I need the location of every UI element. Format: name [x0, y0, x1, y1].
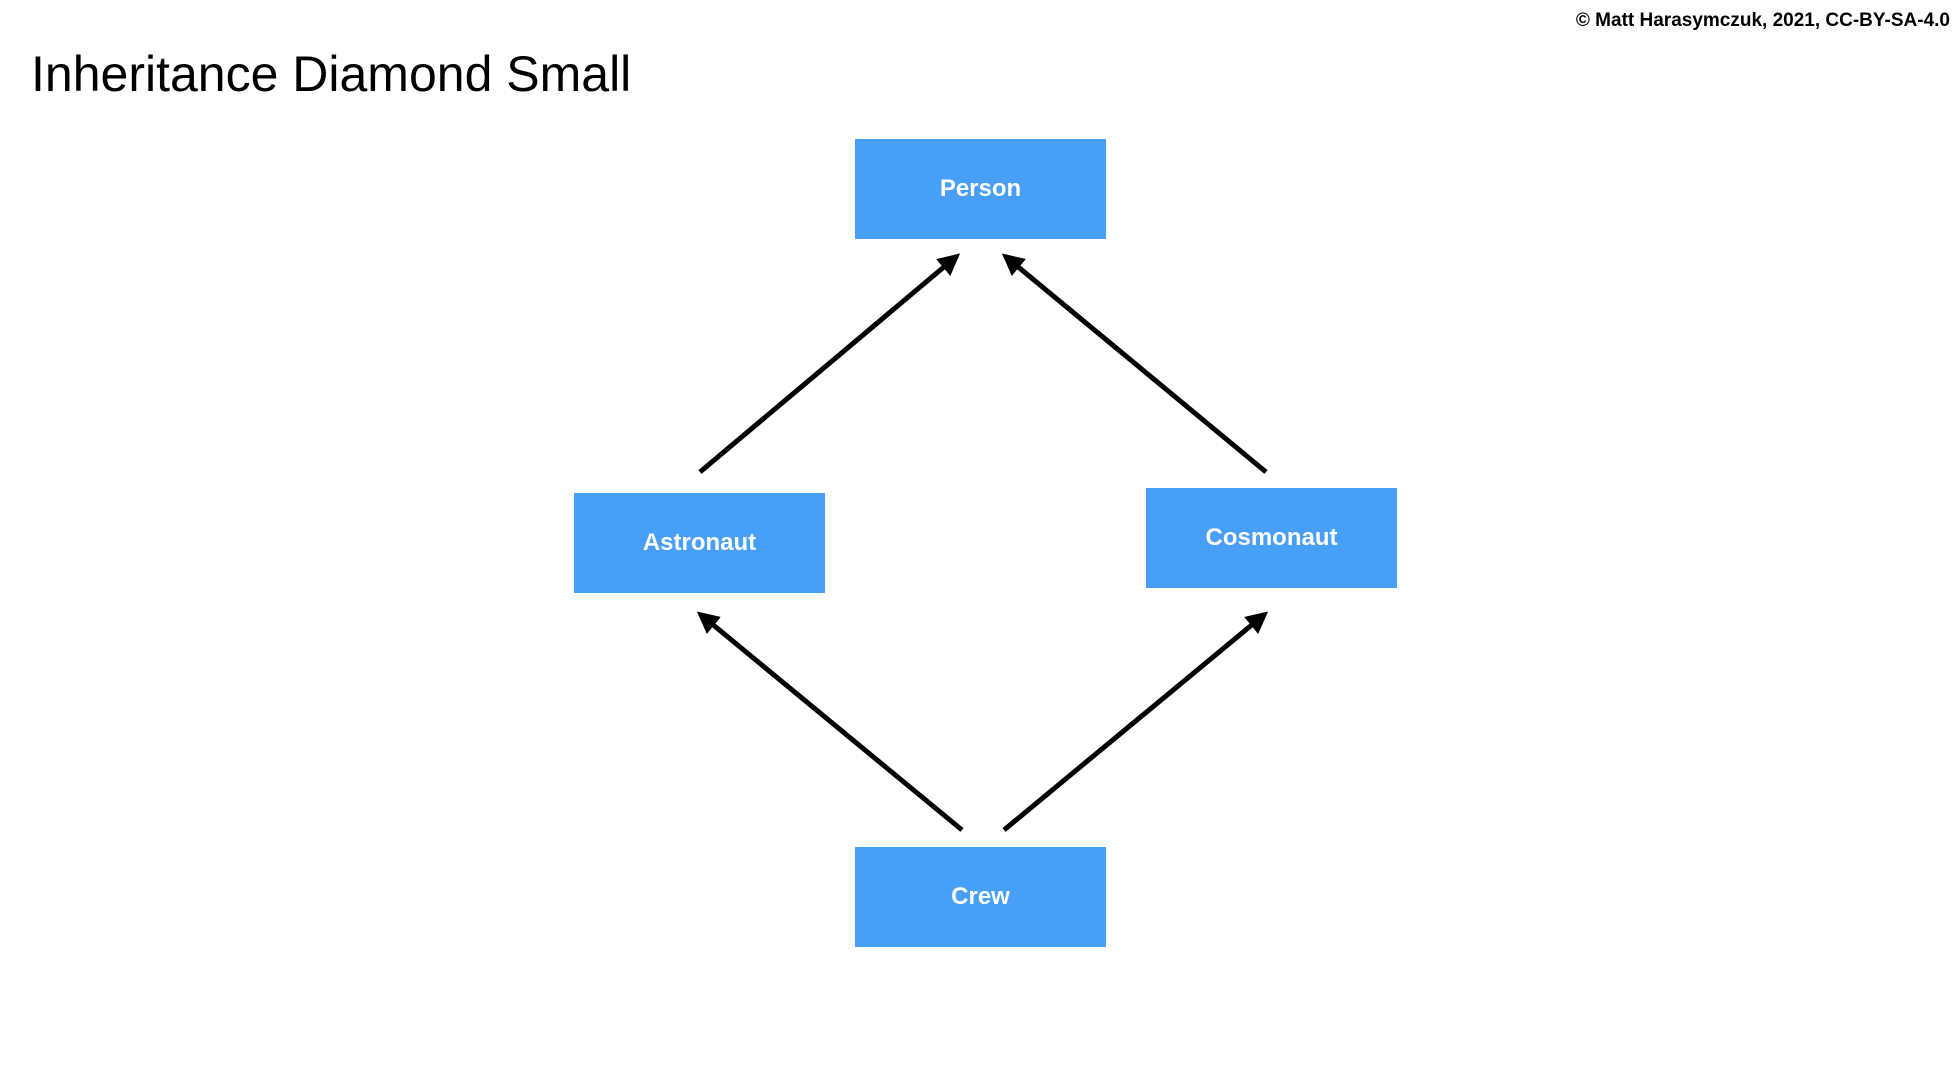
node-crew: Crew	[855, 847, 1106, 947]
arrow-crew-to-astronaut	[696, 611, 964, 832]
node-person: Person	[855, 139, 1106, 239]
node-astronaut: Astronaut	[574, 493, 825, 593]
copyright-notice: © Matt Harasymczuk, 2021, CC-BY-SA-4.0	[1575, 10, 1950, 31]
arrow-astronaut-to-person	[698, 253, 961, 474]
arrow-cosmonaut-to-person	[1001, 253, 1268, 474]
page-title: Inheritance Diamond Small	[31, 46, 632, 102]
node-cosmonaut: Cosmonaut	[1146, 488, 1397, 588]
arrow-crew-to-cosmonaut	[1002, 611, 1269, 832]
